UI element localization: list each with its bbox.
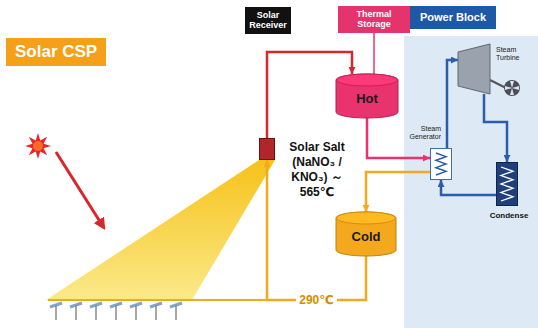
node-label: Hot	[356, 92, 378, 107]
flow-pipe	[366, 172, 430, 212]
node-heading: Power Block	[410, 6, 496, 29]
power-block-panel: Power BlockSteam GeneratorSteam TurbineC…	[404, 36, 538, 328]
node-label: Thermal Storage	[342, 9, 406, 30]
sun-beam	[46, 160, 275, 300]
flow-pipe	[484, 94, 507, 162]
trap-outline	[458, 44, 490, 94]
salt-pipe	[48, 299, 267, 301]
node-heading: Condense	[489, 211, 529, 220]
solar-receiver: Solar Receiver	[259, 138, 275, 160]
steam-turbine: Steam Turbine	[458, 44, 490, 94]
temperature-label: 290℃	[296, 293, 337, 308]
node-label: Solar CSP	[15, 42, 97, 62]
title-box: Solar CSP	[6, 38, 106, 66]
power-block-ground	[404, 36, 538, 328]
hot-tank: Hot	[336, 74, 398, 118]
node-heading: Steam Turbine	[496, 46, 536, 62]
condenser: Condense	[496, 162, 518, 206]
flow-pipe	[447, 60, 458, 148]
sun-symbol	[25, 133, 51, 159]
node-label: Cold	[352, 230, 381, 245]
node-heading: Steam Generator	[401, 125, 441, 141]
medium-label: Solar Salt (NaNO₃ / KNO₃) ～565℃	[280, 140, 354, 200]
steam-generator: Steam Generator	[430, 148, 452, 180]
flow-pipe	[373, 33, 375, 74]
sunlight-arrow	[56, 152, 104, 228]
flow-pipe	[441, 180, 496, 195]
zig-outline	[431, 149, 451, 179]
node-heading: Solar Receiver	[245, 7, 291, 34]
generator-fan	[490, 80, 520, 96]
cold-tank: Cold	[336, 212, 396, 256]
heliostat-field	[50, 303, 182, 320]
coil-outline	[497, 163, 517, 205]
storage-tag: Thermal Storage	[338, 6, 410, 33]
